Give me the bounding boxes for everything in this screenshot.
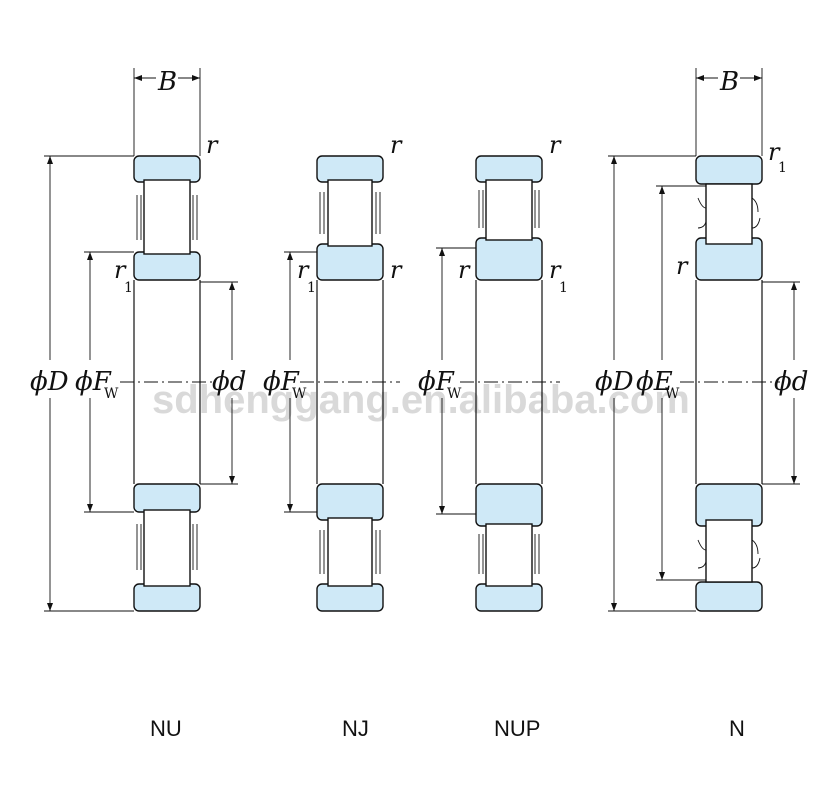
nj-r-top-label: r: [390, 131, 403, 159]
nu-roller-top: [143, 179, 191, 255]
type-label-n: N: [729, 716, 745, 741]
nu-inner-ring-top: [133, 251, 201, 281]
n-b-label: B: [719, 67, 739, 97]
nu-phid-outer-label: ϕD: [30, 367, 69, 397]
nup-w-sub: W: [447, 386, 462, 402]
n-w-sub: W: [665, 386, 680, 402]
nu-b-label: B: [157, 67, 177, 97]
type-label-nu: NU: [150, 716, 182, 741]
nu-outer-ring-top: [133, 155, 201, 183]
bearing-nup: r r r 1 ϕF W NUP: [418, 131, 568, 741]
nu-phid-inner-label: ϕd: [212, 367, 246, 397]
type-label-nup: NUP: [494, 716, 540, 741]
n-phid-outer-label: ϕD: [595, 367, 634, 397]
nj-r1-sub: 1: [307, 280, 316, 296]
nu-r1-sub: 1: [124, 280, 133, 296]
bearing-nj: r r r 1 ϕF W NJ: [263, 131, 403, 741]
nup-r-label: r: [458, 256, 471, 284]
nup-r1-label: r: [549, 256, 562, 284]
nup-r1-sub: 1: [559, 280, 568, 296]
nu-inner-ring-bottom: [133, 483, 201, 513]
nu-r-label: r: [206, 131, 219, 159]
nu-r1-label: r: [114, 256, 127, 284]
n-phid-inner-label: ϕd: [774, 367, 808, 397]
bearing-n: B r 1 r ϕD ϕE W ϕd N: [595, 67, 808, 741]
nj-phif-label: ϕF: [263, 367, 300, 397]
nup-phif-label: ϕF: [418, 367, 455, 397]
bearing-nu: B r r 1 ϕD ϕF W ϕd NU: [30, 67, 246, 741]
watermark: sdhenggang.en.alibaba.com: [152, 378, 690, 422]
type-label-nj: NJ: [342, 716, 369, 741]
nu-w-sub: W: [104, 386, 119, 402]
nj-r1-label: r: [297, 256, 310, 284]
n-r-label: r: [676, 252, 689, 280]
nup-r-top-label: r: [549, 131, 562, 159]
n-phie-label: ϕE: [636, 367, 673, 397]
nj-w-sub: W: [292, 386, 307, 402]
n-r1-sub: 1: [778, 160, 787, 176]
nu-outer-ring-bottom: [133, 583, 201, 612]
nu-phif-label: ϕF: [75, 367, 112, 397]
n-r1-label: r: [768, 138, 781, 166]
nu-roller-bottom: [143, 509, 191, 587]
nj-r-label: r: [390, 256, 403, 284]
